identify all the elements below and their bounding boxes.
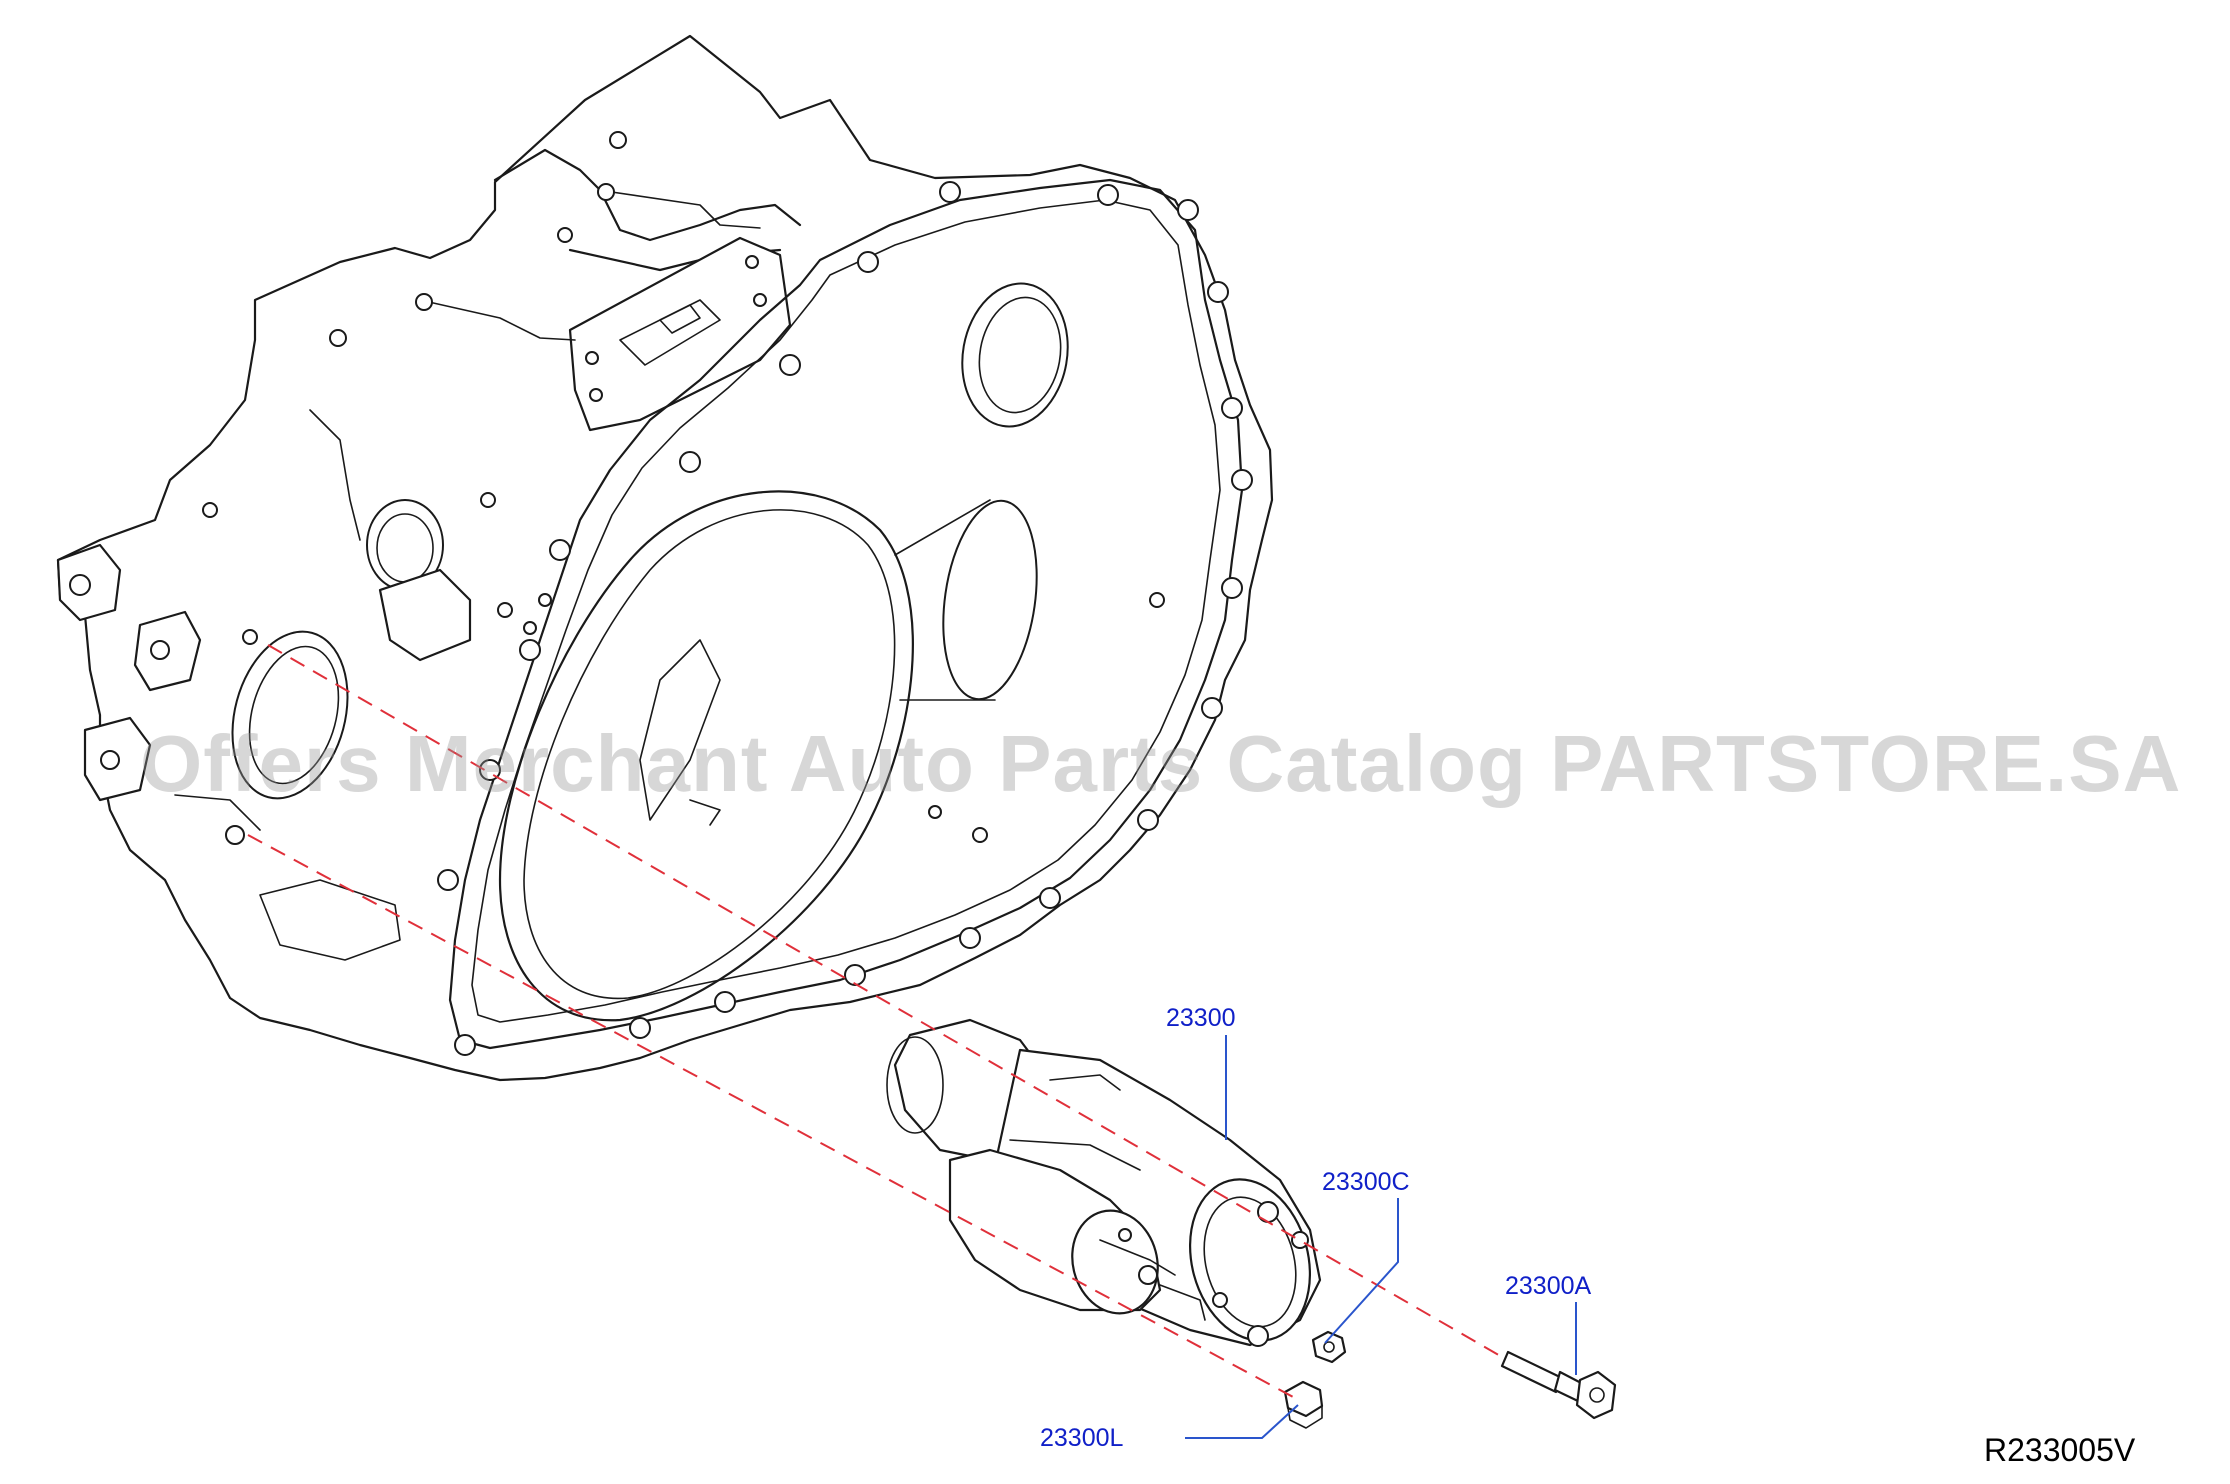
alignment-lines: [247, 644, 1503, 1399]
diagram-reference-code: R233005V: [1984, 1432, 2136, 1468]
nut-23300l: [1283, 1380, 1324, 1429]
leader-lines: [1185, 1035, 1577, 1439]
bolt-23300a: [1500, 1350, 1617, 1420]
callout-23300l[interactable]: 23300L: [1040, 1424, 1124, 1452]
callout-23300a[interactable]: 23300A: [1505, 1272, 1592, 1300]
starter-motor: [886, 1018, 1322, 1347]
transmission-housing: [56, 34, 1274, 1082]
callout-23300[interactable]: 23300: [1166, 1004, 1236, 1032]
flange-bolt-holes: [437, 181, 1253, 1056]
callout-23300c[interactable]: 23300C: [1322, 1168, 1410, 1196]
watermark-text: Offers Merchant Auto Parts Catalog PARTS…: [140, 719, 2182, 808]
nut-23300c: [1311, 1330, 1347, 1364]
